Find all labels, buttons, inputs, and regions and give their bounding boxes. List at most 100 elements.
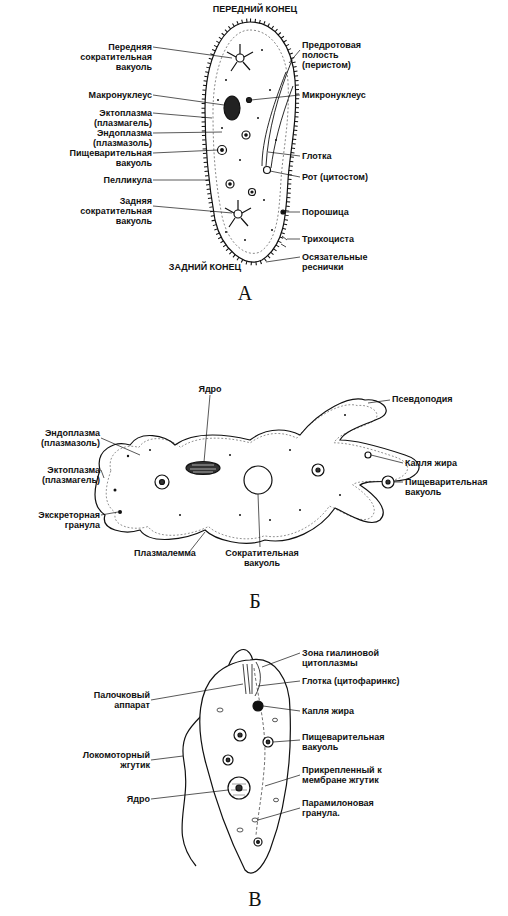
figure-letter: Б: [240, 590, 270, 612]
leader-line: [101, 438, 140, 455]
food-vacuole: [160, 480, 165, 485]
food-vacuole: [312, 464, 324, 476]
nucleus: [228, 777, 250, 799]
nucleus: [186, 462, 220, 475]
leader-line: [251, 95, 300, 100]
granules: [289, 449, 291, 451]
granules: [339, 494, 341, 496]
mouth: [264, 167, 271, 174]
granules: [269, 519, 271, 521]
peristome: [262, 60, 293, 168]
leader-line: [151, 684, 243, 700]
leader-line: [258, 681, 300, 686]
granules: [257, 117, 259, 119]
part-label: Пелликула: [82, 175, 152, 185]
leader-line: [151, 756, 183, 760]
food-vacuole: [155, 475, 169, 489]
part-label: Предротовая полость (перистом): [302, 40, 374, 70]
granules: [221, 127, 223, 129]
granules: [261, 49, 263, 51]
leader-line: [287, 239, 300, 240]
leader-line: [263, 706, 300, 711]
food-vacuole: [263, 737, 273, 747]
end-label: ПЕРЕДНИЙ КОНЕЦ: [175, 4, 335, 14]
nucleus: [228, 777, 250, 799]
granules: [263, 199, 265, 201]
leader-line: [153, 47, 232, 58]
leader-line: [262, 653, 300, 667]
granules: [299, 509, 301, 511]
part-label: Парамилоновая гранула.: [302, 798, 382, 818]
paramylon-granule: [252, 818, 258, 822]
food-vacuole: [223, 755, 233, 765]
paramylon-granule: [274, 798, 279, 802]
part-label: Ядро: [110, 794, 150, 804]
food-vacuole: [229, 183, 231, 185]
attached-flagellum: [254, 668, 265, 835]
granules: [114, 414, 347, 521]
part-label: Порошица: [302, 207, 372, 217]
paramylon-granule: [237, 828, 243, 832]
granules: [269, 89, 271, 91]
part-label: Капля жира: [302, 706, 392, 716]
food-vacuole: [155, 464, 394, 489]
leader-line: [153, 47, 300, 262]
leader-line: [258, 494, 260, 547]
leader-line: [153, 150, 218, 153]
part-label: Эндоплазма (плазмазоль): [80, 128, 152, 148]
granules: [225, 79, 227, 81]
food-vacuole: [251, 191, 253, 193]
granules: [275, 139, 277, 141]
granules: [217, 99, 219, 101]
part-label: Эктоплазма (плазмагель): [80, 108, 152, 128]
leader-line: [368, 400, 390, 403]
food-vacuole: [238, 733, 242, 737]
leader-line: [268, 152, 300, 156]
ectoplasm-border: [106, 405, 407, 539]
leader-line: [285, 212, 300, 213]
leader-line: [204, 395, 210, 462]
paramylon-granule: [217, 708, 223, 712]
part-label: Плазмалемма: [125, 548, 205, 558]
leader-line: [101, 395, 403, 551]
food-vacuole: [249, 189, 256, 196]
cilia: [205, 22, 296, 262]
leader-line: [266, 257, 300, 262]
cell-body: [200, 659, 291, 873]
contractile-vacuole: [225, 200, 251, 227]
leader-line: [270, 171, 300, 177]
paramylon-granule: [273, 718, 278, 722]
granules: [225, 231, 227, 233]
food-vacuole: [382, 476, 394, 488]
leader-line: [151, 790, 228, 799]
leader-line: [153, 95, 224, 105]
part-label: Задняя сократительная вакуоль: [72, 196, 152, 226]
part-label: Капля жира: [405, 458, 485, 468]
leader-line: [394, 482, 403, 483]
leader-line: [153, 206, 232, 213]
amoeba: [95, 399, 419, 543]
part-label: Эндоплазма (плазмазоль): [28, 428, 100, 448]
euglena: [182, 650, 290, 874]
granules: [229, 454, 231, 456]
granules: [114, 489, 117, 492]
food-vacuole: [218, 131, 256, 196]
contractile-vacuole: [234, 210, 242, 218]
food-vacuole: [234, 729, 246, 741]
part-label: Эктоплазма (плазмагель): [28, 465, 100, 485]
fat-drop: [253, 701, 263, 711]
food-vacuole: [386, 480, 390, 484]
leader-line: [289, 50, 300, 63]
part-label: Сократительная вакуоль: [222, 548, 302, 568]
part-label: Макронуклеус: [62, 90, 152, 100]
trichocyst: [281, 236, 287, 247]
pellicle: [205, 22, 296, 262]
granules: [149, 449, 151, 451]
food-vacuole: [242, 131, 250, 139]
part-label: Локомоторный жгутик: [78, 750, 150, 770]
figure-letter: В: [240, 888, 270, 910]
nucleus: [190, 465, 216, 472]
paramecium: [205, 22, 296, 262]
contractile-vacuole: [236, 54, 244, 62]
